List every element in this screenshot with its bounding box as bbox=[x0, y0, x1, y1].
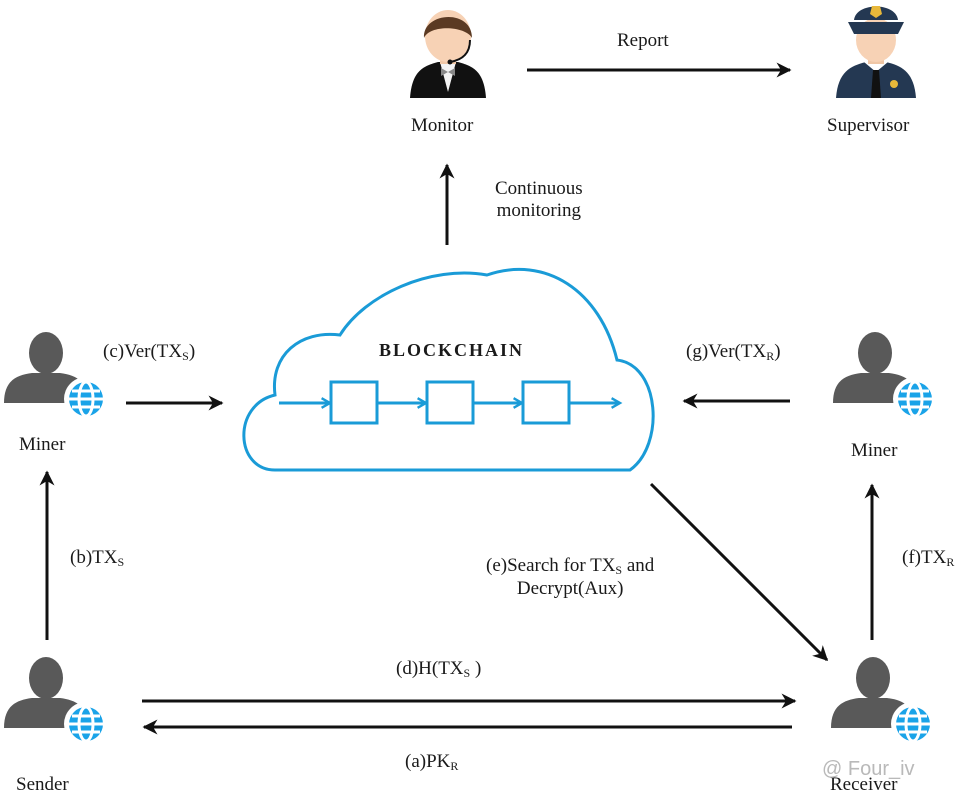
edge-label-b: (b)TXS bbox=[70, 547, 125, 569]
arrow-e bbox=[649, 482, 829, 662]
monitor-label: Monitor bbox=[411, 115, 474, 136]
receiver-icon bbox=[829, 655, 937, 748]
miner-right-icon bbox=[831, 330, 939, 423]
continuous-line1: Continuous bbox=[495, 178, 583, 199]
report-label: Report bbox=[617, 30, 669, 51]
continuous-monitoring-label: Continuous monitoring bbox=[495, 178, 583, 222]
blockchain-title: BLOCKCHAIN bbox=[379, 340, 525, 360]
continuous-line2: monitoring bbox=[496, 199, 582, 221]
edge-label-g: (g)Ver(TXR) bbox=[686, 341, 781, 363]
sender-label: Sender bbox=[16, 774, 69, 795]
edge-label-c: (c)Ver(TXS) bbox=[103, 341, 196, 363]
edge-label-a: (a)PKR bbox=[405, 751, 459, 773]
monitor-icon bbox=[410, 10, 486, 98]
watermark: @ Four_iv bbox=[822, 758, 915, 780]
sender-icon bbox=[2, 655, 110, 748]
edge-label-f: (f)TXR bbox=[902, 547, 955, 569]
miner-left-label: Miner bbox=[19, 434, 66, 455]
block-chain bbox=[279, 380, 623, 425]
miner-right-label: Miner bbox=[851, 440, 898, 461]
supervisor-label: Supervisor bbox=[827, 115, 910, 136]
receiver-label: Receiver bbox=[830, 774, 898, 795]
edge-label-e: (e)Search for TXS and Decrypt(Aux) bbox=[486, 555, 655, 599]
miner-left-icon bbox=[2, 330, 110, 423]
supervisor-icon bbox=[836, 6, 916, 98]
blockchain-cloud bbox=[242, 267, 655, 472]
edge-label-d: (d)H(TXS ) bbox=[396, 658, 482, 680]
